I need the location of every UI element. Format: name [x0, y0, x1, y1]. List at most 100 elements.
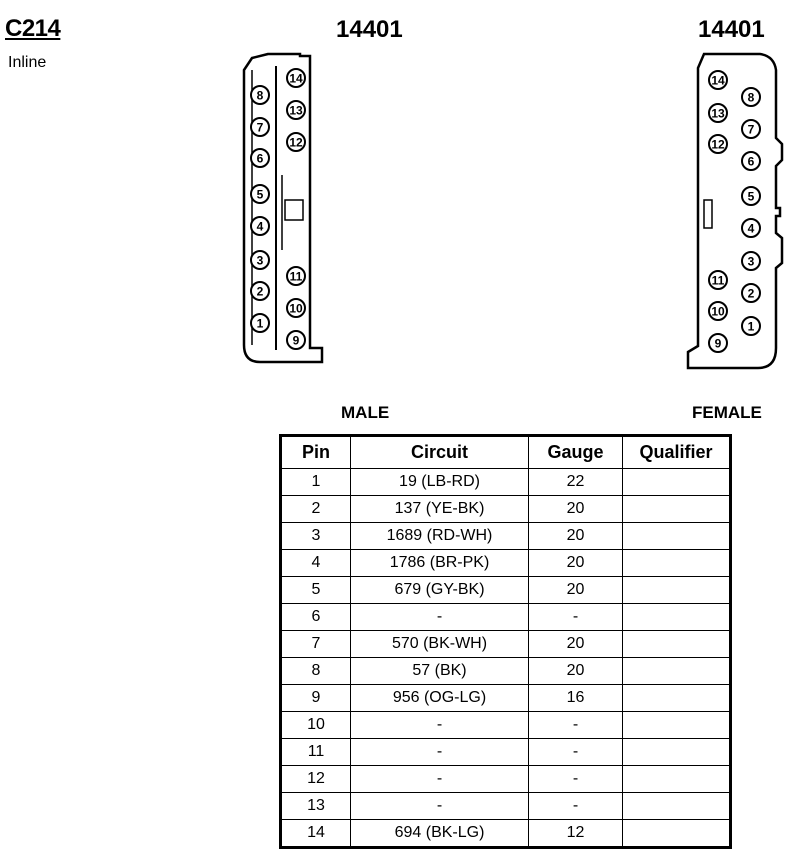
female-label: FEMALE — [692, 403, 762, 422]
cell-pin: 14 — [281, 819, 351, 847]
cell-qualifier — [622, 738, 730, 766]
cell-circuit: 57 (BK) — [350, 657, 529, 685]
cell-pin: 1 — [281, 468, 351, 496]
female-pin-7-circle — [741, 119, 761, 139]
male-pin-4-circle — [250, 216, 270, 236]
cell-gauge: - — [528, 711, 623, 739]
female-pin-13-circle — [708, 103, 728, 123]
cell-pin: 2 — [281, 495, 351, 523]
cell-circuit: 1786 (BR-PK) — [350, 549, 529, 577]
cell-qualifier — [622, 630, 730, 658]
female-pin-1-label: 1 — [748, 320, 755, 334]
female-pin-5-label: 5 — [748, 190, 755, 204]
table-row: 13-- — [281, 792, 730, 820]
cell-pin: 5 — [281, 576, 351, 604]
cell-circuit: 137 (YE-BK) — [350, 495, 529, 523]
male-pin-1-circle — [250, 313, 270, 333]
female-pin-14-circle — [708, 70, 728, 90]
cell-gauge: 16 — [528, 684, 623, 712]
male-housing — [242, 52, 324, 364]
female-pin-12-label: 12 — [711, 138, 725, 152]
female-pin-9-circle — [708, 333, 728, 353]
female-pin-12-circle — [708, 134, 728, 154]
female-pin-8-label: 8 — [748, 91, 755, 105]
female-pin-14-label: 14 — [711, 74, 725, 88]
male-pin-8-circle — [250, 85, 270, 105]
cell-pin: 11 — [281, 738, 351, 766]
cell-pin: 13 — [281, 792, 351, 820]
female-pin-13-label: 13 — [711, 107, 725, 121]
cell-gauge: - — [528, 738, 623, 766]
male-pin-1-label: 1 — [257, 317, 264, 331]
male-pin-13-label: 13 — [289, 104, 303, 118]
female-pin-4-label: 4 — [748, 222, 755, 236]
cell-gauge: 20 — [528, 495, 623, 523]
cell-circuit: 19 (LB-RD) — [350, 468, 529, 496]
cell-gauge: 22 — [528, 468, 623, 496]
connector-id: C214 — [5, 15, 61, 42]
cell-gauge: - — [528, 792, 623, 820]
cell-gauge: 20 — [528, 549, 623, 577]
cell-pin: 9 — [281, 684, 351, 712]
cell-qualifier — [622, 792, 730, 820]
cell-pin: 10 — [281, 711, 351, 739]
male-pin-11-label: 11 — [290, 270, 303, 284]
cell-qualifier — [622, 684, 730, 712]
cell-gauge: 20 — [528, 657, 623, 685]
female-pin-3-label: 3 — [748, 255, 755, 269]
cell-qualifier — [622, 576, 730, 604]
male-pin-12-circle — [286, 132, 306, 152]
cell-pin: 4 — [281, 549, 351, 577]
cell-circuit: 694 (BK-LG) — [350, 819, 529, 847]
male-pin-9-label: 9 — [293, 334, 300, 348]
male-pin-7-circle — [250, 117, 270, 137]
header-pin: Pin — [281, 436, 351, 469]
female-pin-2-circle — [741, 283, 761, 303]
female-pin-6-circle — [741, 151, 761, 171]
cell-gauge: - — [528, 603, 623, 631]
male-pin-14-circle — [286, 68, 306, 88]
female-housing — [686, 52, 784, 370]
male-pin-12-label: 12 — [289, 136, 303, 150]
male-label: MALE — [341, 403, 390, 422]
connector-type: Inline — [8, 54, 47, 71]
cell-circuit: - — [350, 603, 529, 631]
table-header-row: Pin Circuit Gauge Qualifier — [281, 436, 730, 469]
table-row: 11-- — [281, 738, 730, 766]
cell-circuit: 1689 (RD-WH) — [350, 522, 529, 550]
female-pin-4-circle — [741, 218, 761, 238]
cell-gauge: - — [528, 765, 623, 793]
cell-qualifier — [622, 603, 730, 631]
female-pin-5-circle — [741, 186, 761, 206]
male-pin-5-circle — [250, 184, 270, 204]
cell-qualifier — [622, 657, 730, 685]
table-row: 10-- — [281, 711, 730, 739]
cell-pin: 7 — [281, 630, 351, 658]
header-qualifier: Qualifier — [622, 436, 730, 469]
female-pin-2-label: 2 — [748, 287, 755, 301]
female-pin-7-label: 7 — [748, 123, 755, 137]
cell-pin: 12 — [281, 765, 351, 793]
male-pin-2-label: 2 — [257, 285, 264, 299]
male-pin-10-label: 10 — [289, 302, 303, 316]
cell-gauge: 20 — [528, 630, 623, 658]
male-pin-10-circle — [286, 298, 306, 318]
cell-pin: 6 — [281, 603, 351, 631]
cell-pin: 3 — [281, 522, 351, 550]
male-pin-9-circle — [286, 330, 306, 350]
male-pin-3-label: 3 — [257, 254, 264, 268]
female-pin-3-circle — [741, 251, 761, 271]
male-pin-2-circle — [250, 281, 270, 301]
male-pin-8-label: 8 — [257, 89, 264, 103]
cell-gauge: 12 — [528, 819, 623, 847]
male-pin-3-circle — [250, 250, 270, 270]
cell-circuit: 679 (GY-BK) — [350, 576, 529, 604]
